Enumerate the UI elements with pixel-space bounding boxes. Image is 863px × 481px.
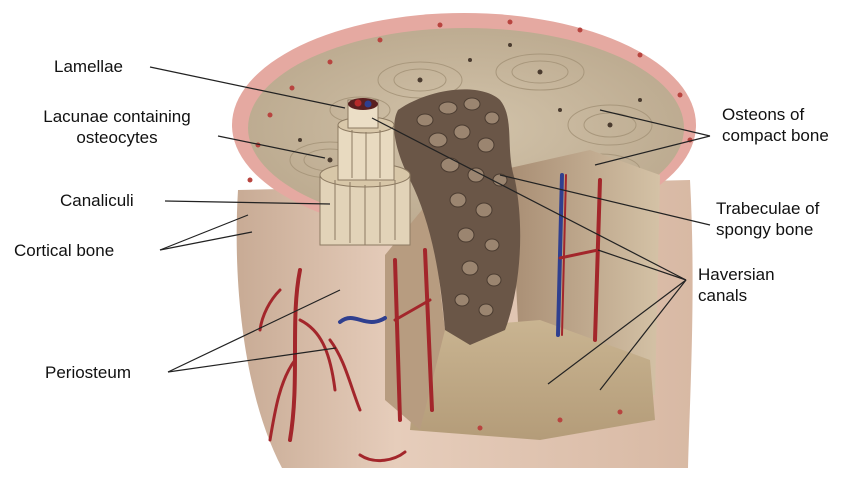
- label-osteons: Osteons of compact bone: [722, 104, 829, 146]
- label-cortical-bone: Cortical bone: [14, 240, 114, 261]
- label-osteons-line1: Osteons of: [722, 104, 829, 125]
- label-trabeculae: Trabeculae of spongy bone: [716, 198, 819, 240]
- label-lacunae-line2: osteocytes: [22, 127, 212, 148]
- label-haversian: Haversian canals: [698, 264, 775, 306]
- label-periosteum: Periosteum: [45, 362, 131, 383]
- label-haversian-line1: Haversian: [698, 264, 775, 285]
- label-lamellae: Lamellae: [54, 56, 123, 77]
- label-canaliculi: Canaliculi: [60, 190, 134, 211]
- label-trabeculae-line2: spongy bone: [716, 219, 819, 240]
- label-lacunae: Lacunae containing osteocytes: [22, 106, 212, 148]
- label-trabeculae-line1: Trabeculae of: [716, 198, 819, 219]
- label-osteons-line2: compact bone: [722, 125, 829, 146]
- label-haversian-line2: canals: [698, 285, 775, 306]
- label-lacunae-line1: Lacunae containing: [22, 106, 212, 127]
